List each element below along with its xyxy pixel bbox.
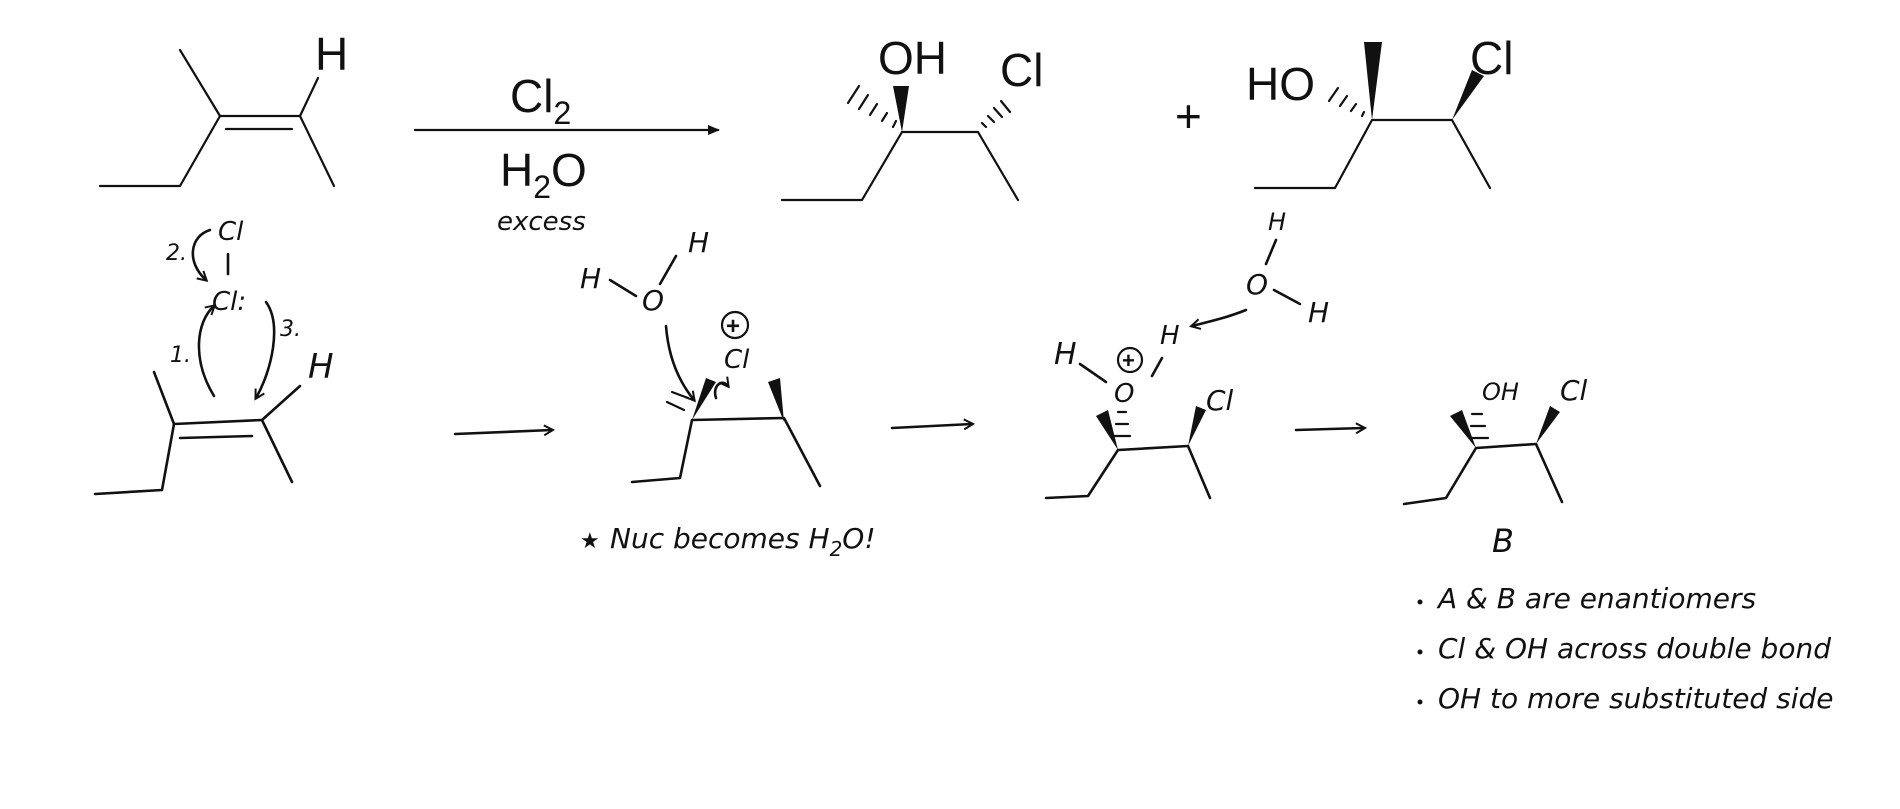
mechanism-step-4: OH Cl B	[1402, 374, 1588, 560]
note-line-2: Cl & OH across double bond	[1438, 632, 1831, 665]
curved-arrow-3	[256, 300, 276, 398]
product-a-cl: Cl	[1000, 44, 1043, 96]
plus-sign: +	[1175, 90, 1202, 142]
step3-h-transfer: H	[1160, 321, 1180, 351]
curved-arrow-water-attack	[664, 324, 694, 400]
product-b-ho: HO	[1246, 58, 1315, 110]
curved-arrow-ring-open	[713, 383, 728, 400]
step1-arrow-2-label: 2.	[166, 241, 187, 266]
product-a-oh: OH	[878, 32, 947, 84]
step2-water-h-left: H	[580, 262, 601, 295]
step3-positive-charge: +	[1122, 348, 1135, 373]
note-star: ★	[580, 528, 600, 553]
note-line-1: A & B are enantiomers	[1436, 582, 1756, 615]
step2-positive-charge-circle	[720, 310, 750, 340]
step1-cl-bottom: Cl:	[212, 287, 246, 317]
curved-arrow-2	[191, 228, 212, 280]
mechanism-step-2: H O H + Cl	[580, 226, 822, 488]
step3-water-h-right: H	[1308, 296, 1329, 329]
note-bullet	[1417, 599, 1423, 605]
step2-water-h-right: H	[688, 226, 709, 259]
step1-arrow-1-label: 1.	[170, 343, 191, 368]
reactant-h-label: H	[315, 28, 348, 80]
note-line-3: OH to more substituted side	[1438, 682, 1833, 715]
product-b-top: HO Cl	[1246, 32, 1513, 190]
step4-cl-label: Cl	[1560, 374, 1588, 407]
reaction-arrow-group: Cl2 H2O excess	[413, 70, 720, 237]
product-b-label: B	[1492, 522, 1514, 560]
step3-water-h-top: H	[1268, 208, 1286, 236]
mechanism-step-3: H O H H H + O Cl	[1044, 208, 1329, 500]
step1-h-label: H	[308, 347, 334, 387]
step4-oh-label: OH	[1482, 378, 1519, 406]
step1-cl-top: Cl	[218, 217, 244, 247]
note-bullet	[1417, 699, 1423, 705]
product-a: OH Cl	[780, 32, 1043, 202]
reagent-h2o: H2O	[500, 144, 587, 205]
step3-positive-charge-circle	[1116, 346, 1144, 374]
note-nuc-becomes-water: Nuc becomes H2O!	[610, 522, 876, 561]
mechanism-arrow-2	[890, 424, 972, 428]
step2-positive-charge: +	[726, 313, 740, 340]
step3-cl-label: Cl	[1206, 384, 1234, 417]
step3-o-label: O	[1114, 379, 1134, 409]
step2-note: ★ Nuc becomes H2O!	[580, 522, 876, 561]
mechanism-arrow-1	[453, 430, 552, 434]
step2-water-o: O	[642, 284, 664, 317]
note-bullet	[1417, 649, 1423, 655]
step1-arrow-3-label: 3.	[280, 317, 301, 342]
curved-arrow-deprotonation	[1192, 308, 1248, 326]
step3-h-left: H	[1054, 337, 1077, 372]
summary-notes: A & B are enantiomers Cl & OH across dou…	[1417, 582, 1833, 715]
step3-water-o: O	[1246, 268, 1268, 301]
curved-arrow-1	[197, 306, 214, 398]
product-b-cl: Cl	[1470, 32, 1513, 84]
reactant-alkene: H	[98, 28, 348, 188]
mechanism-step-1: Cl Cl: 2. 1. 3. H	[93, 217, 334, 496]
mechanism-arrow-3	[1294, 428, 1364, 430]
reagent-excess-note: excess	[497, 207, 586, 237]
step2-cl-label: Cl	[724, 345, 750, 375]
reagent-cl2: Cl2	[510, 70, 571, 131]
